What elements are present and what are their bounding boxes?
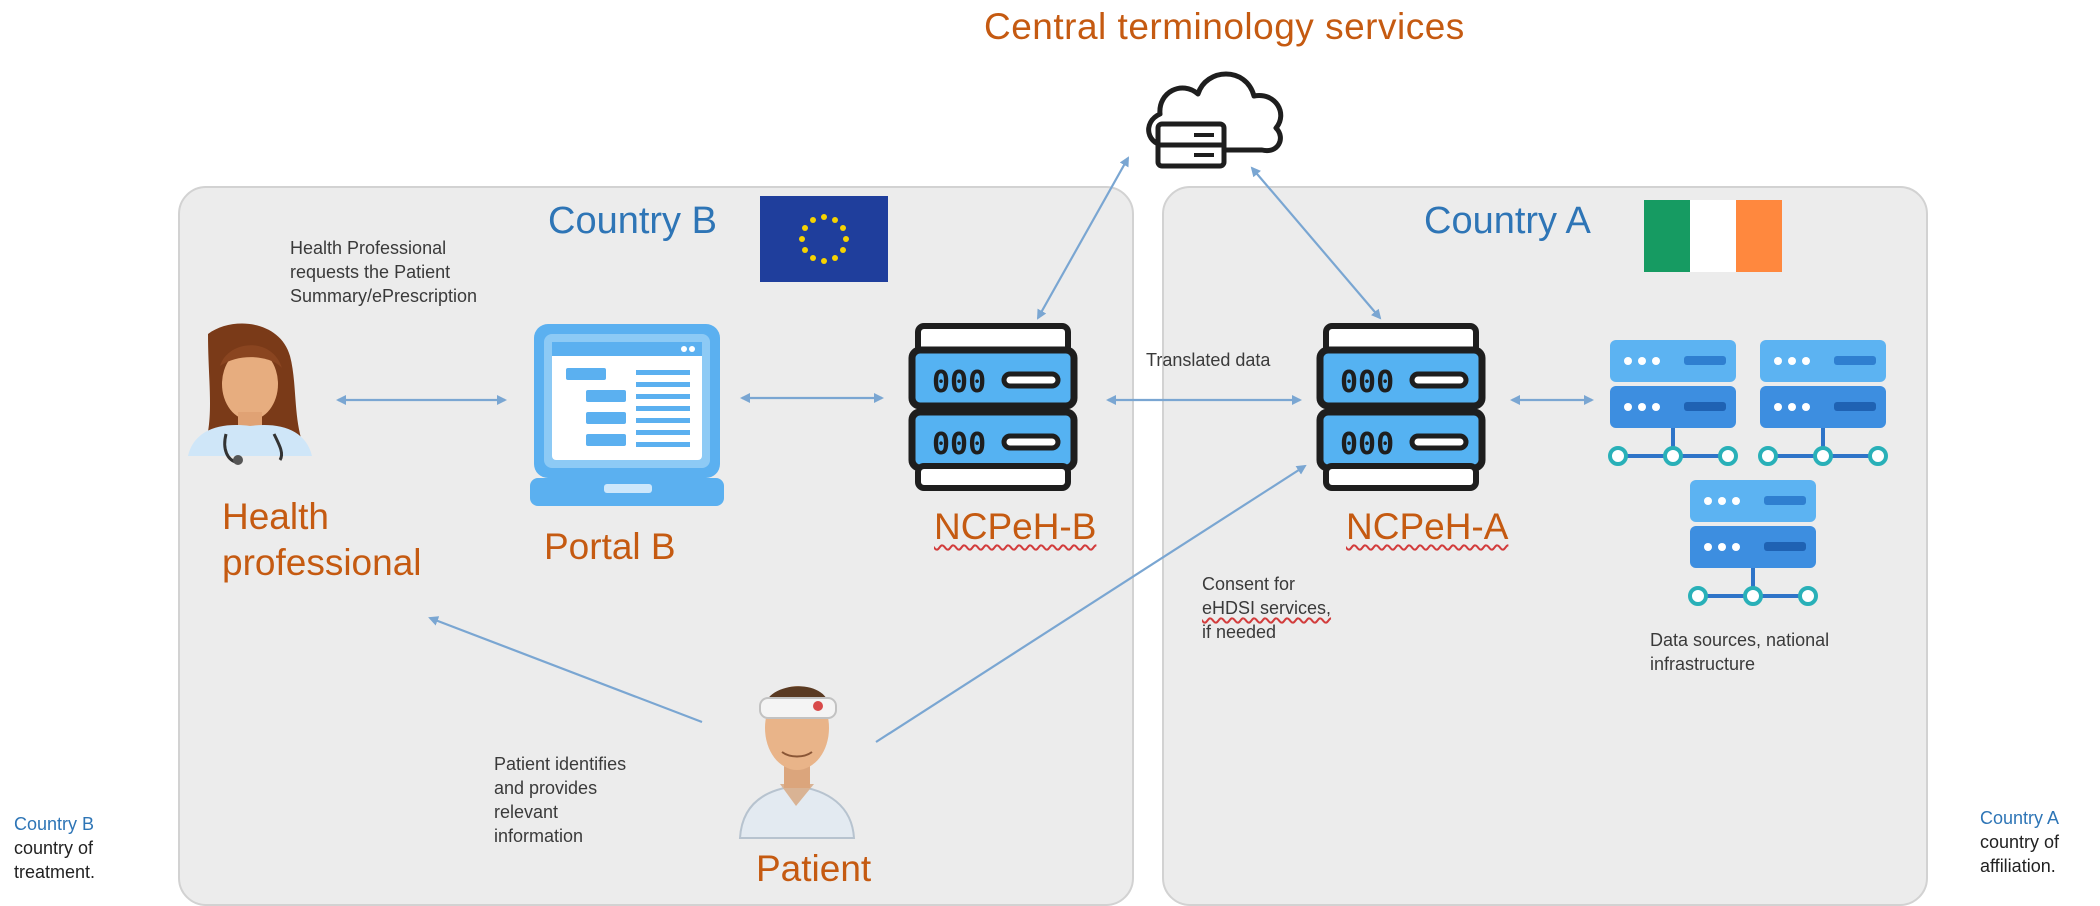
- arrow-patient-ncpa: [875, 464, 1307, 743]
- patient-desc-line-3: relevant: [494, 802, 559, 822]
- left-note-line-1: country of: [14, 838, 94, 858]
- database-network-icon: [1608, 340, 1888, 606]
- right-note-line-1: country of: [1980, 832, 2060, 852]
- right-note-line-2: affiliation.: [1980, 856, 2056, 876]
- request-line-2: requests the Patient: [290, 262, 451, 282]
- consent-line-1: Consent for: [1202, 574, 1296, 594]
- cloud-server-icon: [1146, 71, 1284, 169]
- country-b-panel: [178, 186, 1134, 906]
- request-line-1: Health Professional: [290, 238, 447, 258]
- connection-arrows: [336, 156, 1594, 743]
- request-line-3: Summary/ePrescription: [290, 286, 478, 306]
- ncpeh-a-label: NCPeH-A: [1346, 504, 1508, 550]
- health-professional-line-2: professional: [222, 542, 422, 583]
- left-side-note: Country B country of treatment.: [14, 812, 95, 884]
- left-note-country: Country B: [14, 814, 95, 834]
- right-side-note: Country A country of affiliation.: [1980, 806, 2059, 878]
- arrow-cloud-ncpa: [1250, 166, 1382, 320]
- svg-text:000: 000: [1340, 365, 1394, 400]
- country-b-title: Country B: [548, 200, 717, 242]
- patient-desc-line-4: information: [494, 826, 584, 846]
- patient-label: Patient: [756, 848, 872, 889]
- data-sources-line-1: Data sources, national: [1650, 630, 1830, 650]
- consent-description: Consent for eHDSI services, if needed: [1202, 572, 1331, 644]
- patient-desc-line-2: and provides: [494, 778, 598, 798]
- arrow-cloud-ncpb: [1037, 156, 1129, 320]
- svg-text:000: 000: [1340, 427, 1394, 462]
- patient-desc-line-1: Patient identifies: [494, 754, 627, 774]
- patient-avatar-icon: [738, 686, 856, 839]
- ncpeh-a-text: NCPeH-A: [1346, 506, 1509, 547]
- ncpeh-b-label: NCPeH-B: [934, 504, 1096, 550]
- eu-flag-icon: [760, 196, 888, 282]
- patient-description: Patient identifies and provides relevant…: [494, 752, 626, 848]
- data-sources-description: Data sources, national infrastructure: [1650, 628, 1829, 676]
- health-professional-line-1: Health: [222, 496, 329, 537]
- ncpeh-b-text: NCPeH-B: [934, 506, 1097, 547]
- left-note-line-2: treatment.: [14, 862, 96, 882]
- country-a-title: Country A: [1424, 200, 1591, 242]
- diagram-title: Central terminology services: [984, 6, 1465, 47]
- consent-line-2: eHDSI services,: [1202, 596, 1331, 620]
- svg-text:000: 000: [932, 365, 986, 400]
- ncpeh-b-server-icon: 000 000: [908, 323, 1078, 491]
- translated-data-label: Translated data: [1146, 350, 1271, 370]
- consent-line-2-text: eHDSI services,: [1202, 598, 1332, 618]
- doctor-avatar-icon: [188, 323, 312, 465]
- arrow-patient-doctor: [428, 616, 703, 724]
- ireland-flag-icon: [1644, 200, 1782, 272]
- health-professional-label: Health professional: [222, 494, 422, 586]
- portal-b-label: Portal B: [544, 526, 676, 567]
- right-note-country: Country A: [1980, 808, 2060, 828]
- data-sources-line-2: infrastructure: [1650, 654, 1756, 674]
- consent-line-3: if needed: [1202, 622, 1277, 642]
- ncpeh-a-server-icon: 000 000: [1316, 323, 1486, 491]
- request-description: Health Professional requests the Patient…: [290, 236, 477, 308]
- laptop-portal-icon: [530, 324, 724, 506]
- svg-text:000: 000: [932, 427, 986, 462]
